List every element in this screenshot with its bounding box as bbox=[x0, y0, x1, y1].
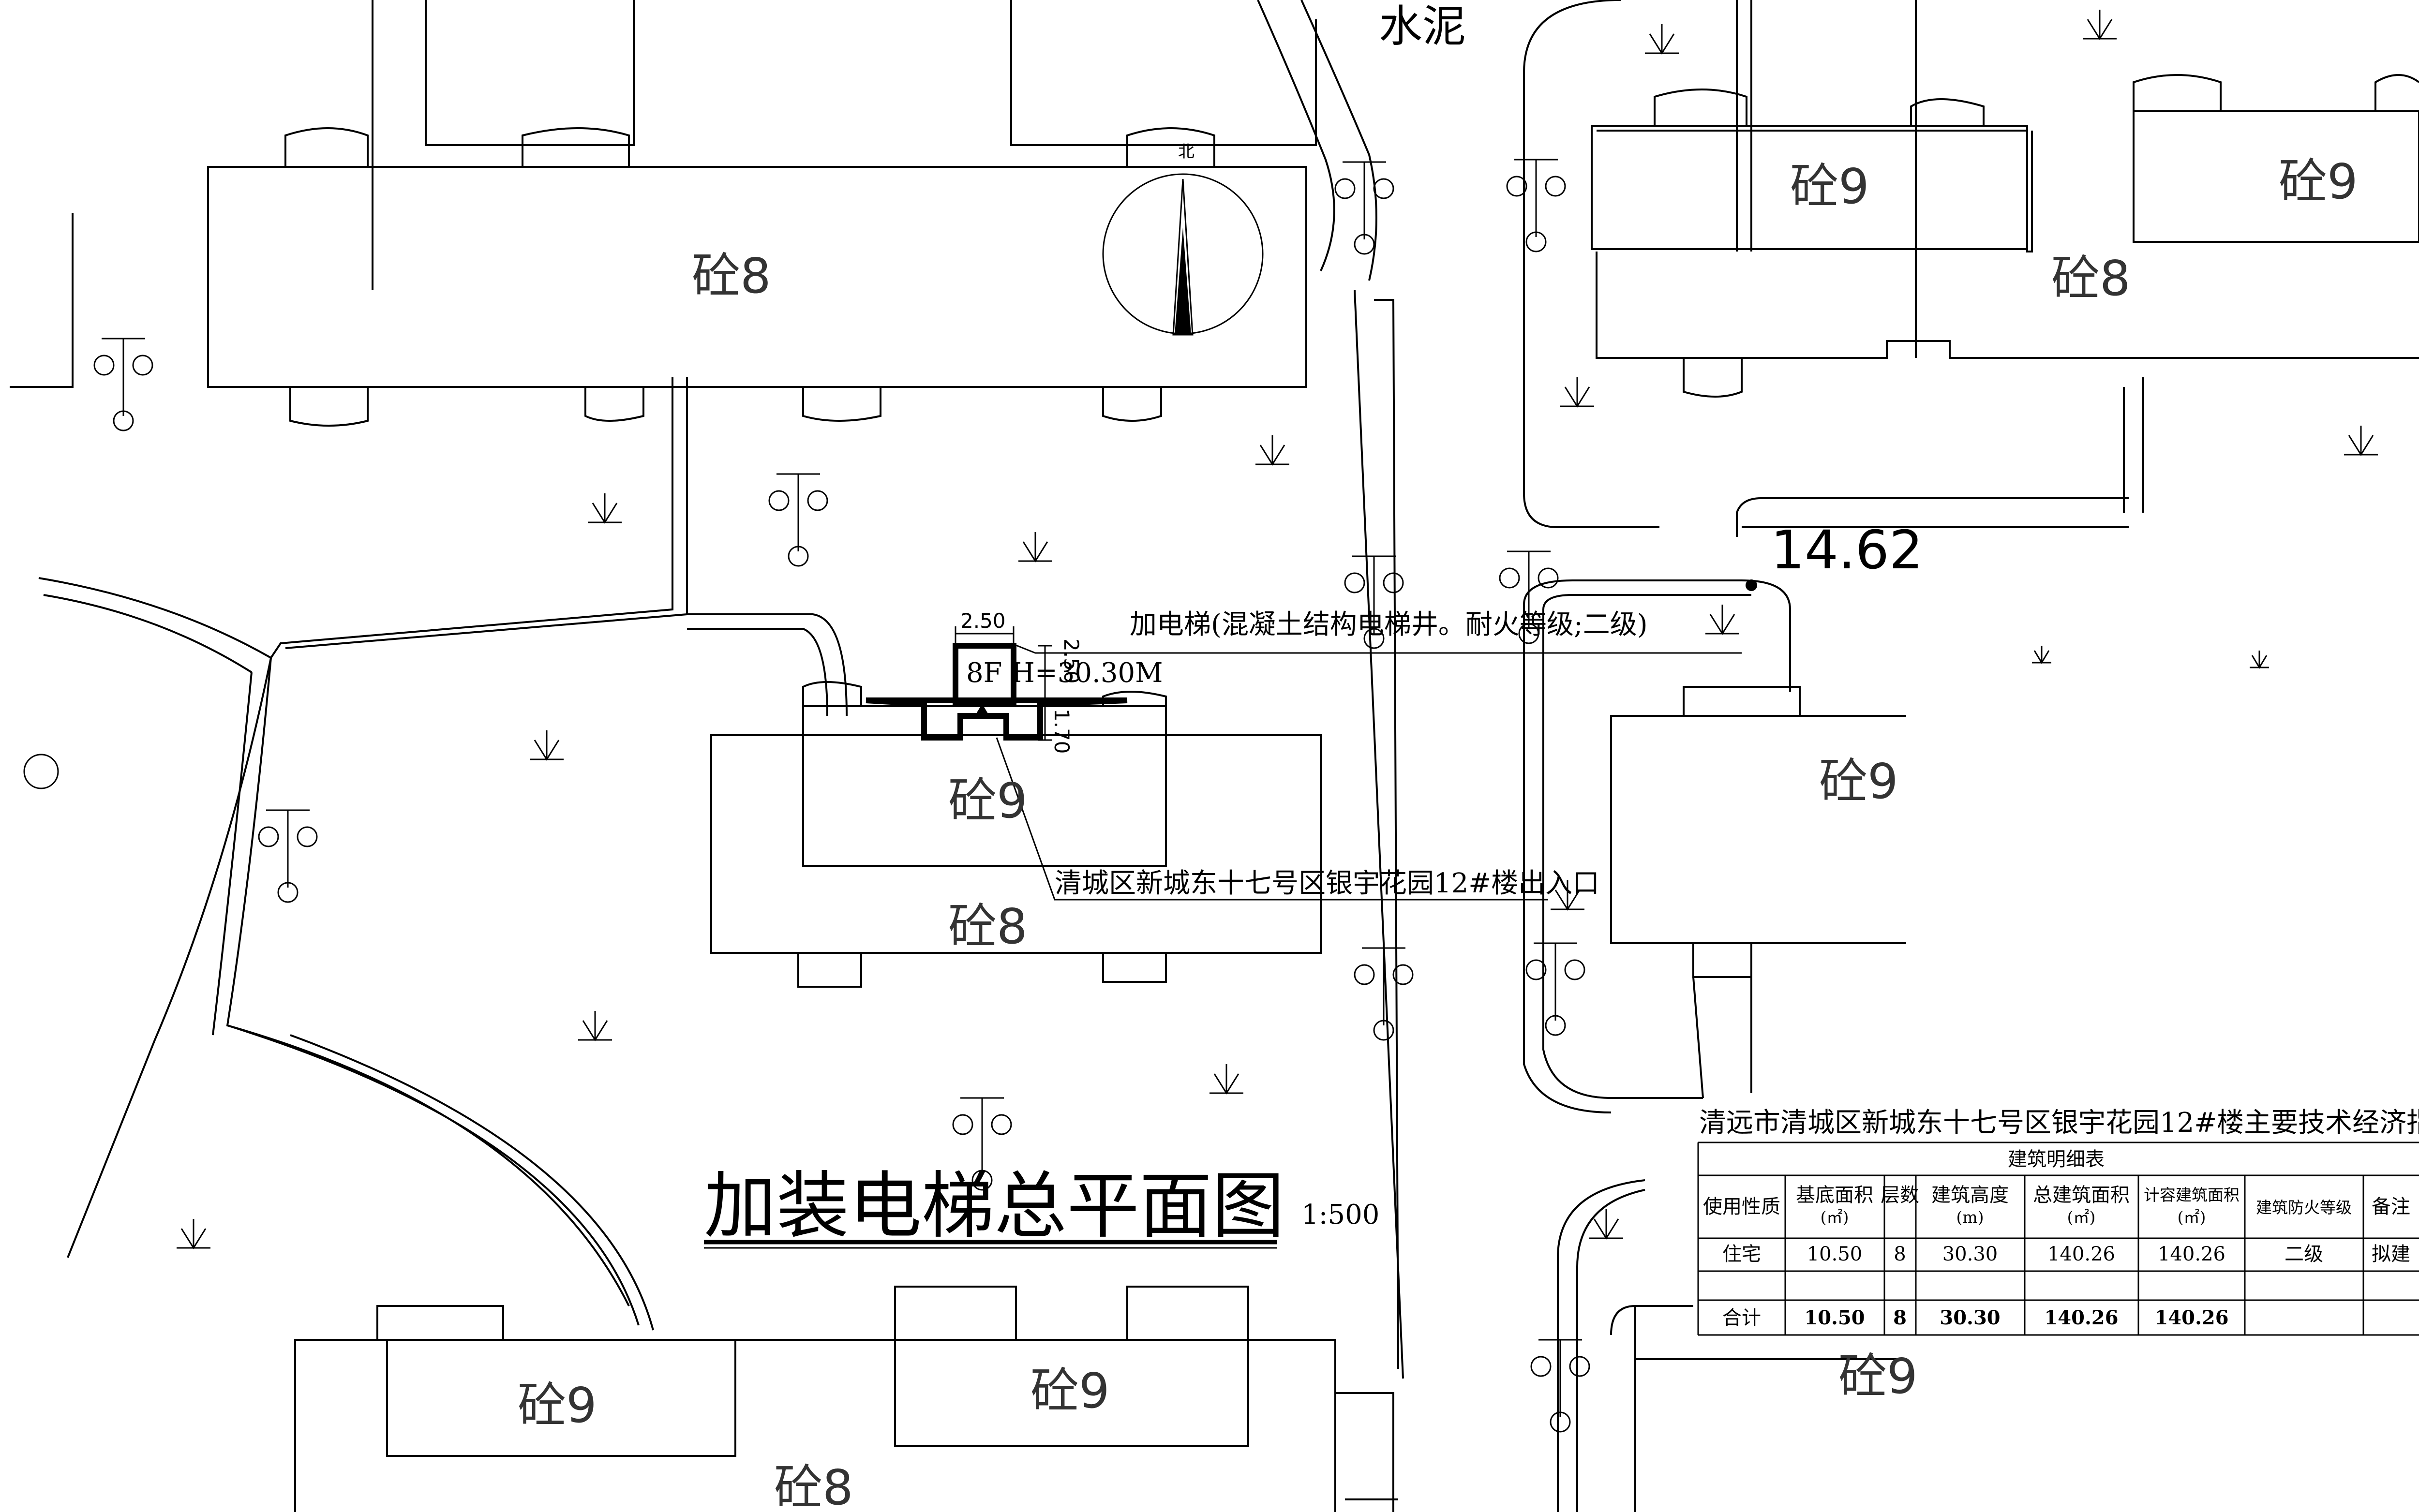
building-label: 砼8 bbox=[2051, 250, 2131, 307]
header-far-area-1: 计容建筑面积 bbox=[2144, 1186, 2240, 1204]
header-remark: 备注 bbox=[2372, 1196, 2410, 1218]
building-label: 砼9 bbox=[2279, 153, 2358, 210]
elevator-addition bbox=[866, 626, 1742, 901]
header-height-2: (m) bbox=[1956, 1208, 1984, 1227]
total-base-area: 10.50 bbox=[1804, 1306, 1865, 1329]
technical-table: 清远市清城区新城东十七号区银宇花园12#楼主要技术经济指标表 建筑明细表 使用性… bbox=[1693, 1107, 2419, 1336]
building-label: 砼8 bbox=[948, 898, 1028, 955]
header-base-area-2: (㎡) bbox=[1821, 1208, 1849, 1227]
elevator-floors: 8F bbox=[966, 657, 1002, 689]
header-usage: 使用性质 bbox=[1703, 1196, 1780, 1218]
building-label: 砼9 bbox=[518, 1377, 597, 1434]
elevator-height: H=30.30M bbox=[1011, 657, 1163, 689]
table-title: 清远市清城区新城东十七号区银宇花园12#楼主要技术经济指标表 bbox=[1699, 1107, 2419, 1139]
cell-base-area: 10.50 bbox=[1807, 1243, 1863, 1265]
elevator-width-dim: 2.50 bbox=[960, 609, 1006, 633]
building-label: 砼8 bbox=[774, 1459, 853, 1512]
road-network bbox=[10, 0, 2129, 1512]
total-total-area: 140.26 bbox=[2044, 1306, 2118, 1329]
elevator-offset-dim: 1.70 bbox=[1050, 709, 1074, 754]
total-label: 合计 bbox=[1722, 1307, 1761, 1329]
building-label: 砼9 bbox=[948, 772, 1028, 829]
cell-remark: 拟建 bbox=[2372, 1243, 2410, 1265]
elevation-marker bbox=[1746, 579, 1757, 591]
building-label: 砼8 bbox=[692, 248, 771, 304]
cell-usage: 住宅 bbox=[1722, 1243, 1761, 1265]
lamp-symbols bbox=[23, 159, 1590, 1433]
drawing-title: 加装电梯总平面图 bbox=[704, 1164, 1284, 1248]
header-fire-grade: 建筑防火等级 bbox=[2256, 1198, 2352, 1217]
header-floors: 层数 bbox=[1881, 1184, 1919, 1206]
road-label: 水泥 bbox=[1379, 1, 1466, 52]
cell-height: 30.30 bbox=[1942, 1243, 1998, 1265]
header-total-area-2: (㎡) bbox=[2067, 1208, 2096, 1227]
total-far-area: 140.26 bbox=[2154, 1306, 2228, 1329]
elevator-note: 加电梯(混凝土结构电梯井。耐火等级;二级) bbox=[1130, 609, 1648, 640]
cell-fire-grade: 二级 bbox=[2285, 1243, 2323, 1265]
header-height-1: 建筑高度 bbox=[1931, 1184, 2009, 1206]
header-base-area-1: 基底面积 bbox=[1796, 1184, 1873, 1206]
north-label: 北 bbox=[1178, 142, 1195, 162]
total-floors: 8 bbox=[1893, 1306, 1907, 1329]
building-label: 砼9 bbox=[1790, 158, 1869, 215]
buildings bbox=[207, 0, 2419, 1512]
cell-far-area: 140.26 bbox=[2158, 1243, 2225, 1265]
total-height: 30.30 bbox=[1940, 1306, 2000, 1329]
cell-floors: 8 bbox=[1894, 1243, 1906, 1265]
cell-total-area: 140.26 bbox=[2047, 1243, 2115, 1265]
table-subtitle: 建筑明细表 bbox=[2008, 1148, 2105, 1171]
drawing-scale: 1:500 bbox=[1301, 1199, 1379, 1230]
grass-symbols bbox=[177, 10, 2378, 1249]
annotations: 水泥 14.62 砼8 砼9 砼9 砼8 砼9 砼8 砼9 砼9 砼8 砼9 砼… bbox=[518, 1, 2358, 1512]
elevator-depth-dim: 2.50 bbox=[1060, 638, 1083, 684]
elevation-label: 14.62 bbox=[1771, 519, 1923, 581]
header-far-area-2: (㎡) bbox=[2178, 1208, 2206, 1227]
header-total-area-1: 总建筑面积 bbox=[2033, 1184, 2130, 1206]
building-label: 砼9 bbox=[1030, 1363, 1110, 1419]
entrance-note: 清城区新城东十七号区银宇花园12#楼出入口 bbox=[1055, 868, 1599, 899]
north-arrow: 北 bbox=[1102, 142, 1264, 336]
building-label: 砼9 bbox=[1819, 753, 1898, 810]
building-label: 砼9 bbox=[1838, 1348, 1918, 1405]
